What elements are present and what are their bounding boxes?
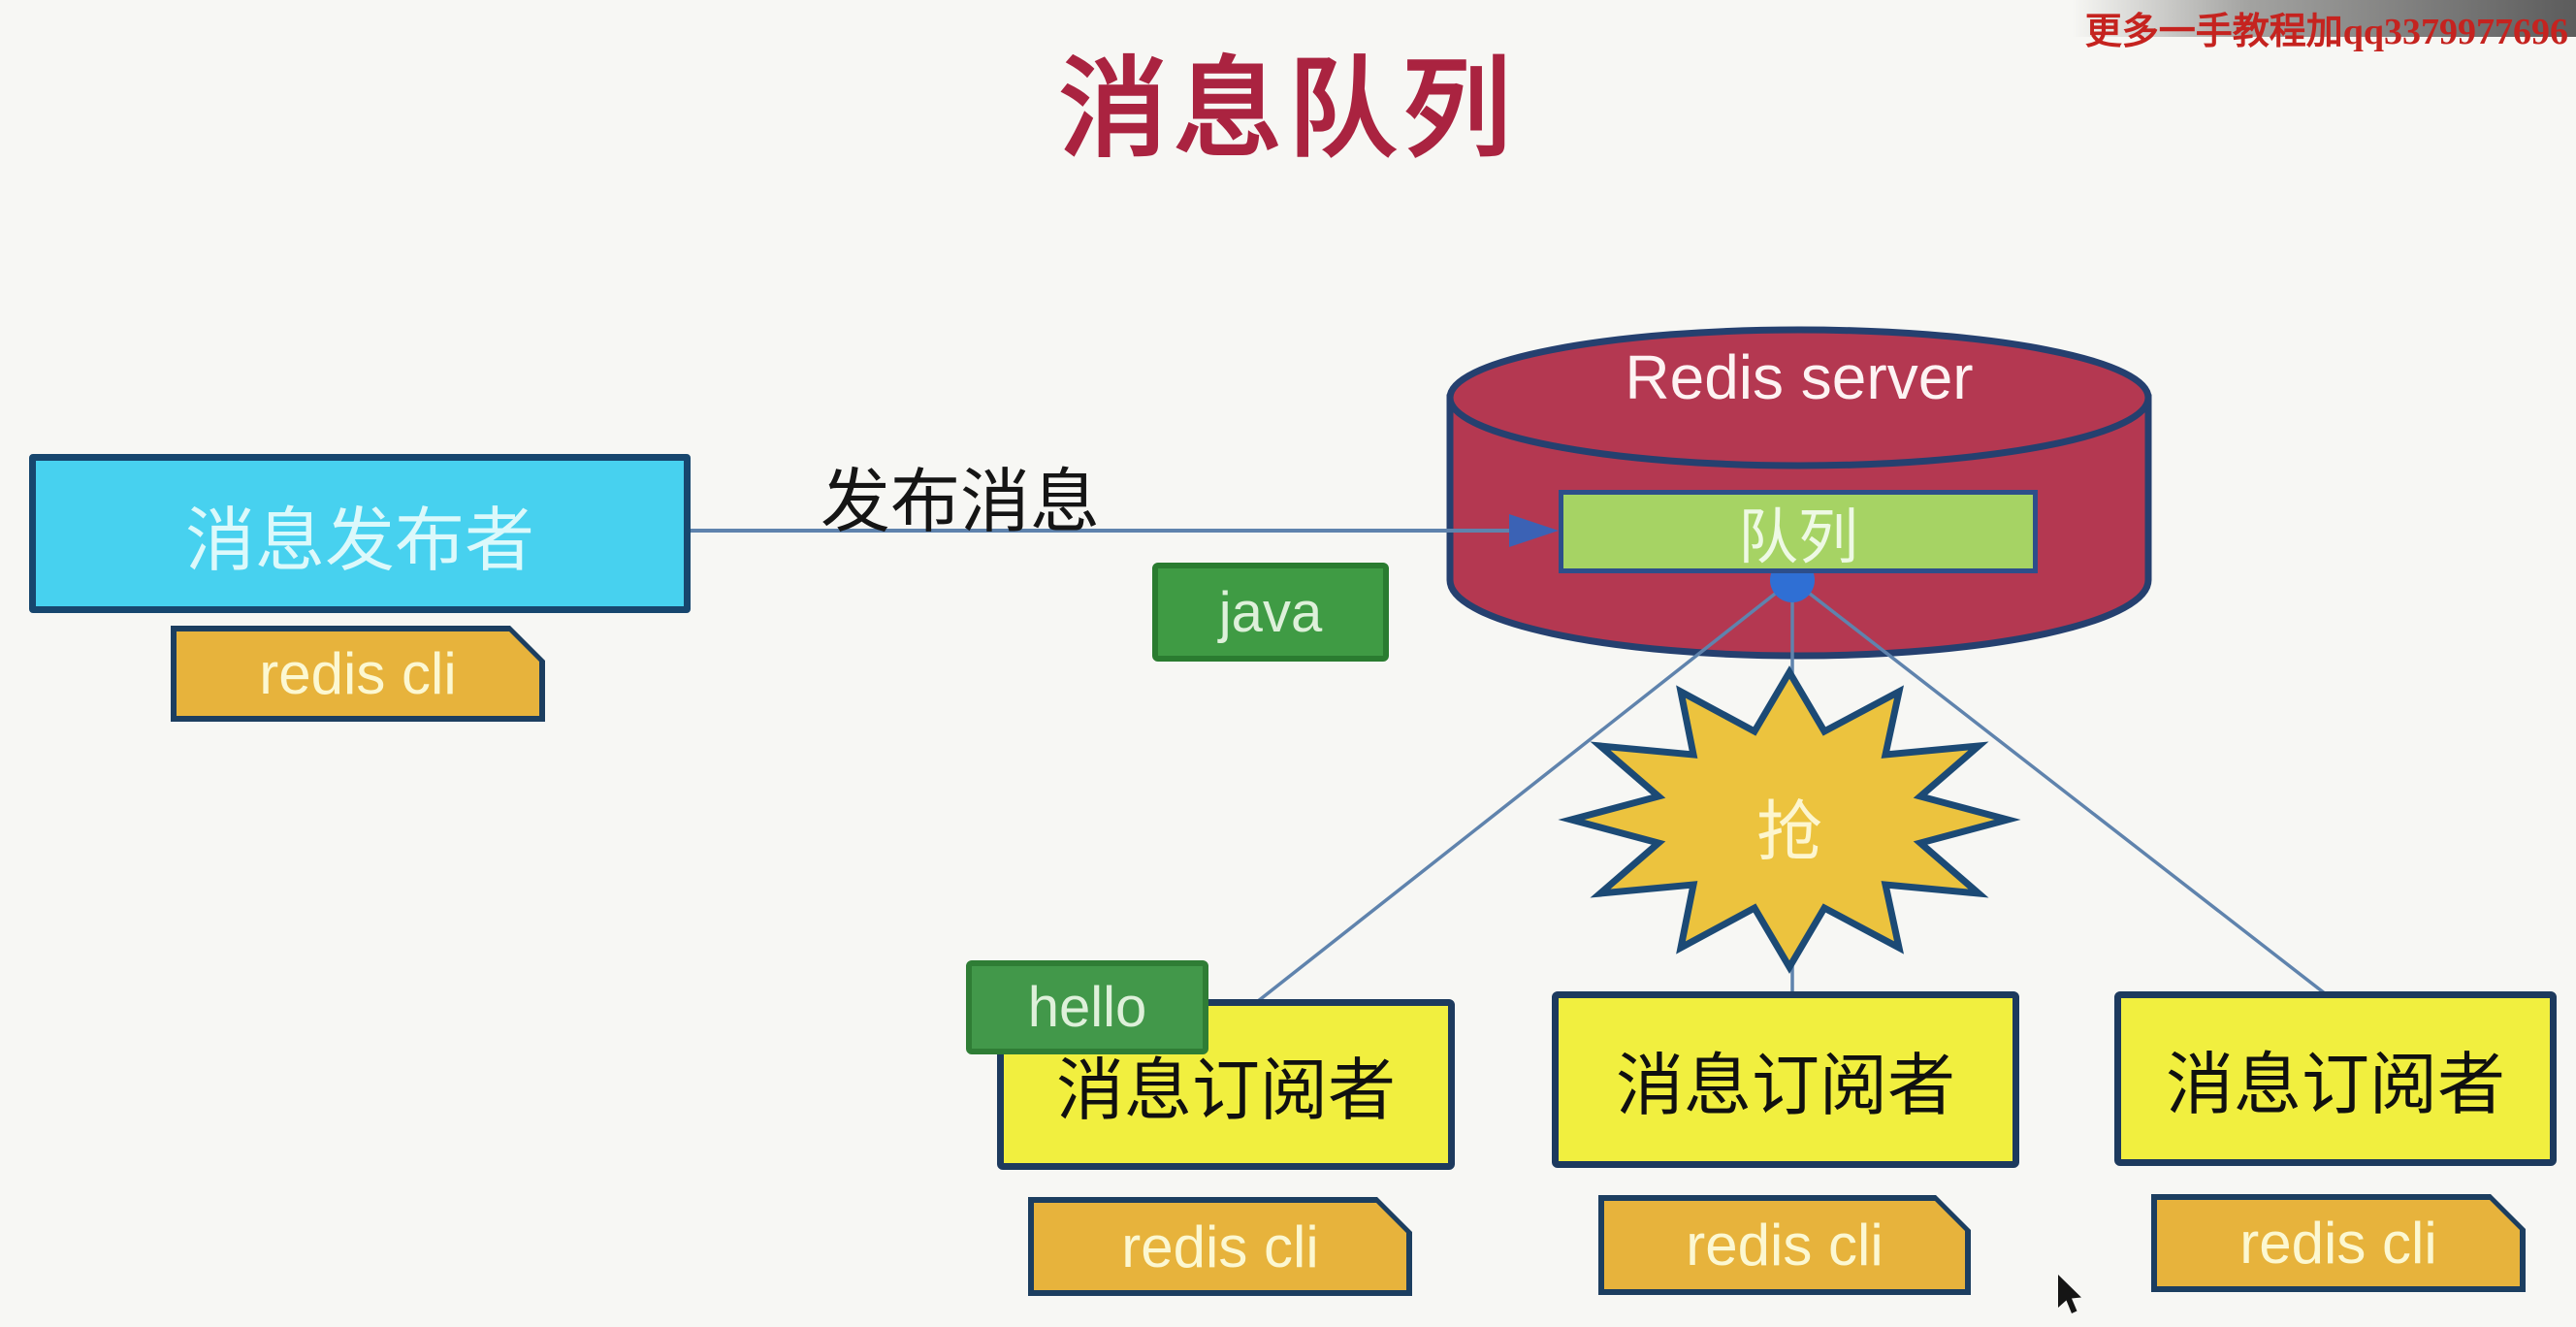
publisher-label: 消息发布者 [184, 502, 534, 580]
page-title: 消息队列 [1059, 49, 1517, 170]
subscriber-1-redis-cli-tag: redis cli [1028, 1197, 1412, 1296]
publish-connector-arrowhead [1509, 514, 1559, 547]
publisher-redis-cli-tag: redis cli [171, 626, 545, 722]
subscriber-label-2: 消息订阅者 [1616, 1047, 1955, 1123]
queue-label: 队列 [1737, 504, 1858, 571]
subscriber-box-3: 消息订阅者 [2114, 991, 2557, 1166]
subscriber-label-3: 消息订阅者 [2166, 1046, 2505, 1122]
redis-cylinder-top [1446, 326, 2152, 469]
java-chip: java [1152, 563, 1389, 662]
subscriber-box-2: 消息订阅者 [1552, 991, 2019, 1168]
tag-label: redis cli [2157, 1200, 2520, 1286]
hello-message-chip: hello [966, 960, 1208, 1054]
connector-to-subscriber-1 [1251, 578, 1794, 1007]
tag-label: redis cli [177, 631, 539, 716]
corner-gradient-band [2072, 0, 2576, 37]
contend-starburst [1558, 665, 2021, 974]
tag-label: redis cli [1604, 1201, 1965, 1289]
mouse-cursor-icon [2058, 1275, 2081, 1313]
subscriber-label-1: 消息订阅者 [1056, 1052, 1396, 1128]
connector-to-subscriber-3 [1790, 578, 2332, 999]
subscriber-3-redis-cli-tag: redis cli [2151, 1194, 2526, 1292]
watermark-text: 更多一手教程加qq3379977696 [2084, 12, 2568, 52]
publish-action-label: 发布消息 [821, 464, 1101, 541]
redis-server-title: Redis server [1625, 342, 1974, 412]
queue-bar: 队列 [1559, 490, 2038, 573]
publisher-box: 消息发布者 [29, 454, 691, 613]
subscriber-2-redis-cli-tag: redis cli [1598, 1195, 1971, 1295]
contend-label: 抢 [1755, 795, 1822, 869]
tag-label: redis cli [1034, 1203, 1406, 1290]
